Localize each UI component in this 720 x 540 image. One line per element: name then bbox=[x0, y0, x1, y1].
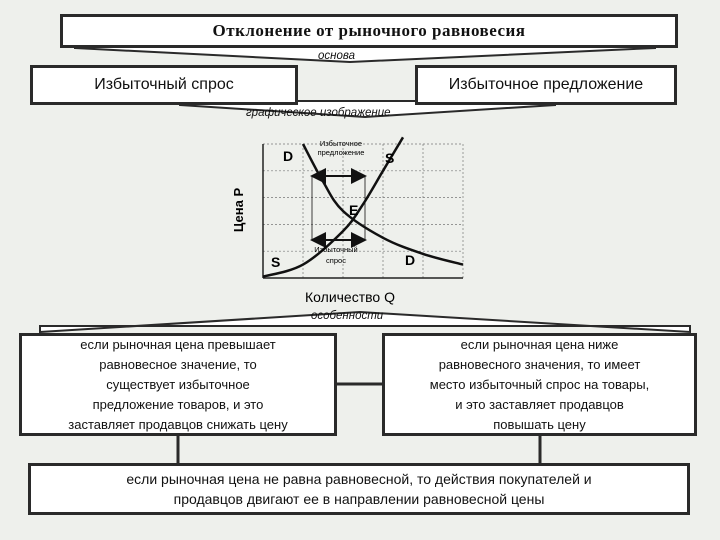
feature-high-line: существует избыточное bbox=[106, 376, 250, 392]
supply-label-top: S bbox=[385, 150, 394, 166]
feature-low-price: если рыночная цена ниже равновесного зна… bbox=[382, 333, 697, 436]
caption-features: особенности bbox=[311, 310, 384, 322]
shortage-annotation-line2: спрос bbox=[326, 256, 346, 265]
supply-demand-chart: D S S D E Избыточное предложение Избыточ… bbox=[231, 136, 464, 305]
conclusion-line: если рыночная цена не равна равновесной,… bbox=[126, 471, 592, 487]
supply-label-bottom: S bbox=[271, 254, 280, 270]
feature-high-line: предложение товаров, и это bbox=[92, 396, 264, 412]
feature-high-line: если рыночная цена превышает bbox=[80, 336, 276, 352]
demand-label-top: D bbox=[283, 148, 293, 164]
caption-graphic: графическое изображение bbox=[246, 107, 391, 119]
features-connector bbox=[39, 310, 691, 334]
shortage-annotation-line1: Избыточный bbox=[314, 245, 357, 254]
feature-high-price: если рыночная цена превышает равновесное… bbox=[19, 333, 337, 436]
equilibrium-label: E bbox=[349, 202, 358, 218]
feature-low-line: и это заставляет продавцов bbox=[455, 396, 624, 412]
supply-curve bbox=[262, 136, 405, 278]
demand-label-bottom: D bbox=[405, 252, 415, 268]
feature-high-line: заставляет продавцов снижать цену bbox=[68, 416, 288, 432]
feature-low-line: равновесного значения, то имеет bbox=[438, 356, 641, 372]
y-axis-label: Цена P bbox=[231, 188, 246, 233]
feature-low-line: если рыночная цена ниже bbox=[460, 336, 619, 352]
caption-basis: основа bbox=[318, 50, 356, 62]
conclusion-box: если рыночная цена не равна равновесной,… bbox=[28, 463, 690, 515]
concept-excess-demand: Избыточный спрос bbox=[30, 65, 298, 105]
surplus-annotation-line2: предложение bbox=[318, 148, 365, 157]
x-axis-label: Количество Q bbox=[305, 289, 395, 305]
concept-excess-supply: Избыточное предложение bbox=[415, 65, 677, 105]
surplus-annotation-line1: Избыточное bbox=[320, 139, 362, 148]
feature-low-line: повышать цену bbox=[493, 416, 586, 432]
diagram-title: Отклонение от рыночного равновесия bbox=[60, 14, 678, 48]
conclusion-line: продавцов двигают ее в направлении равно… bbox=[173, 491, 545, 507]
feature-low-line: место избыточный спрос на товары, bbox=[429, 376, 650, 392]
feature-high-line: равновесное значение, то bbox=[99, 356, 257, 372]
